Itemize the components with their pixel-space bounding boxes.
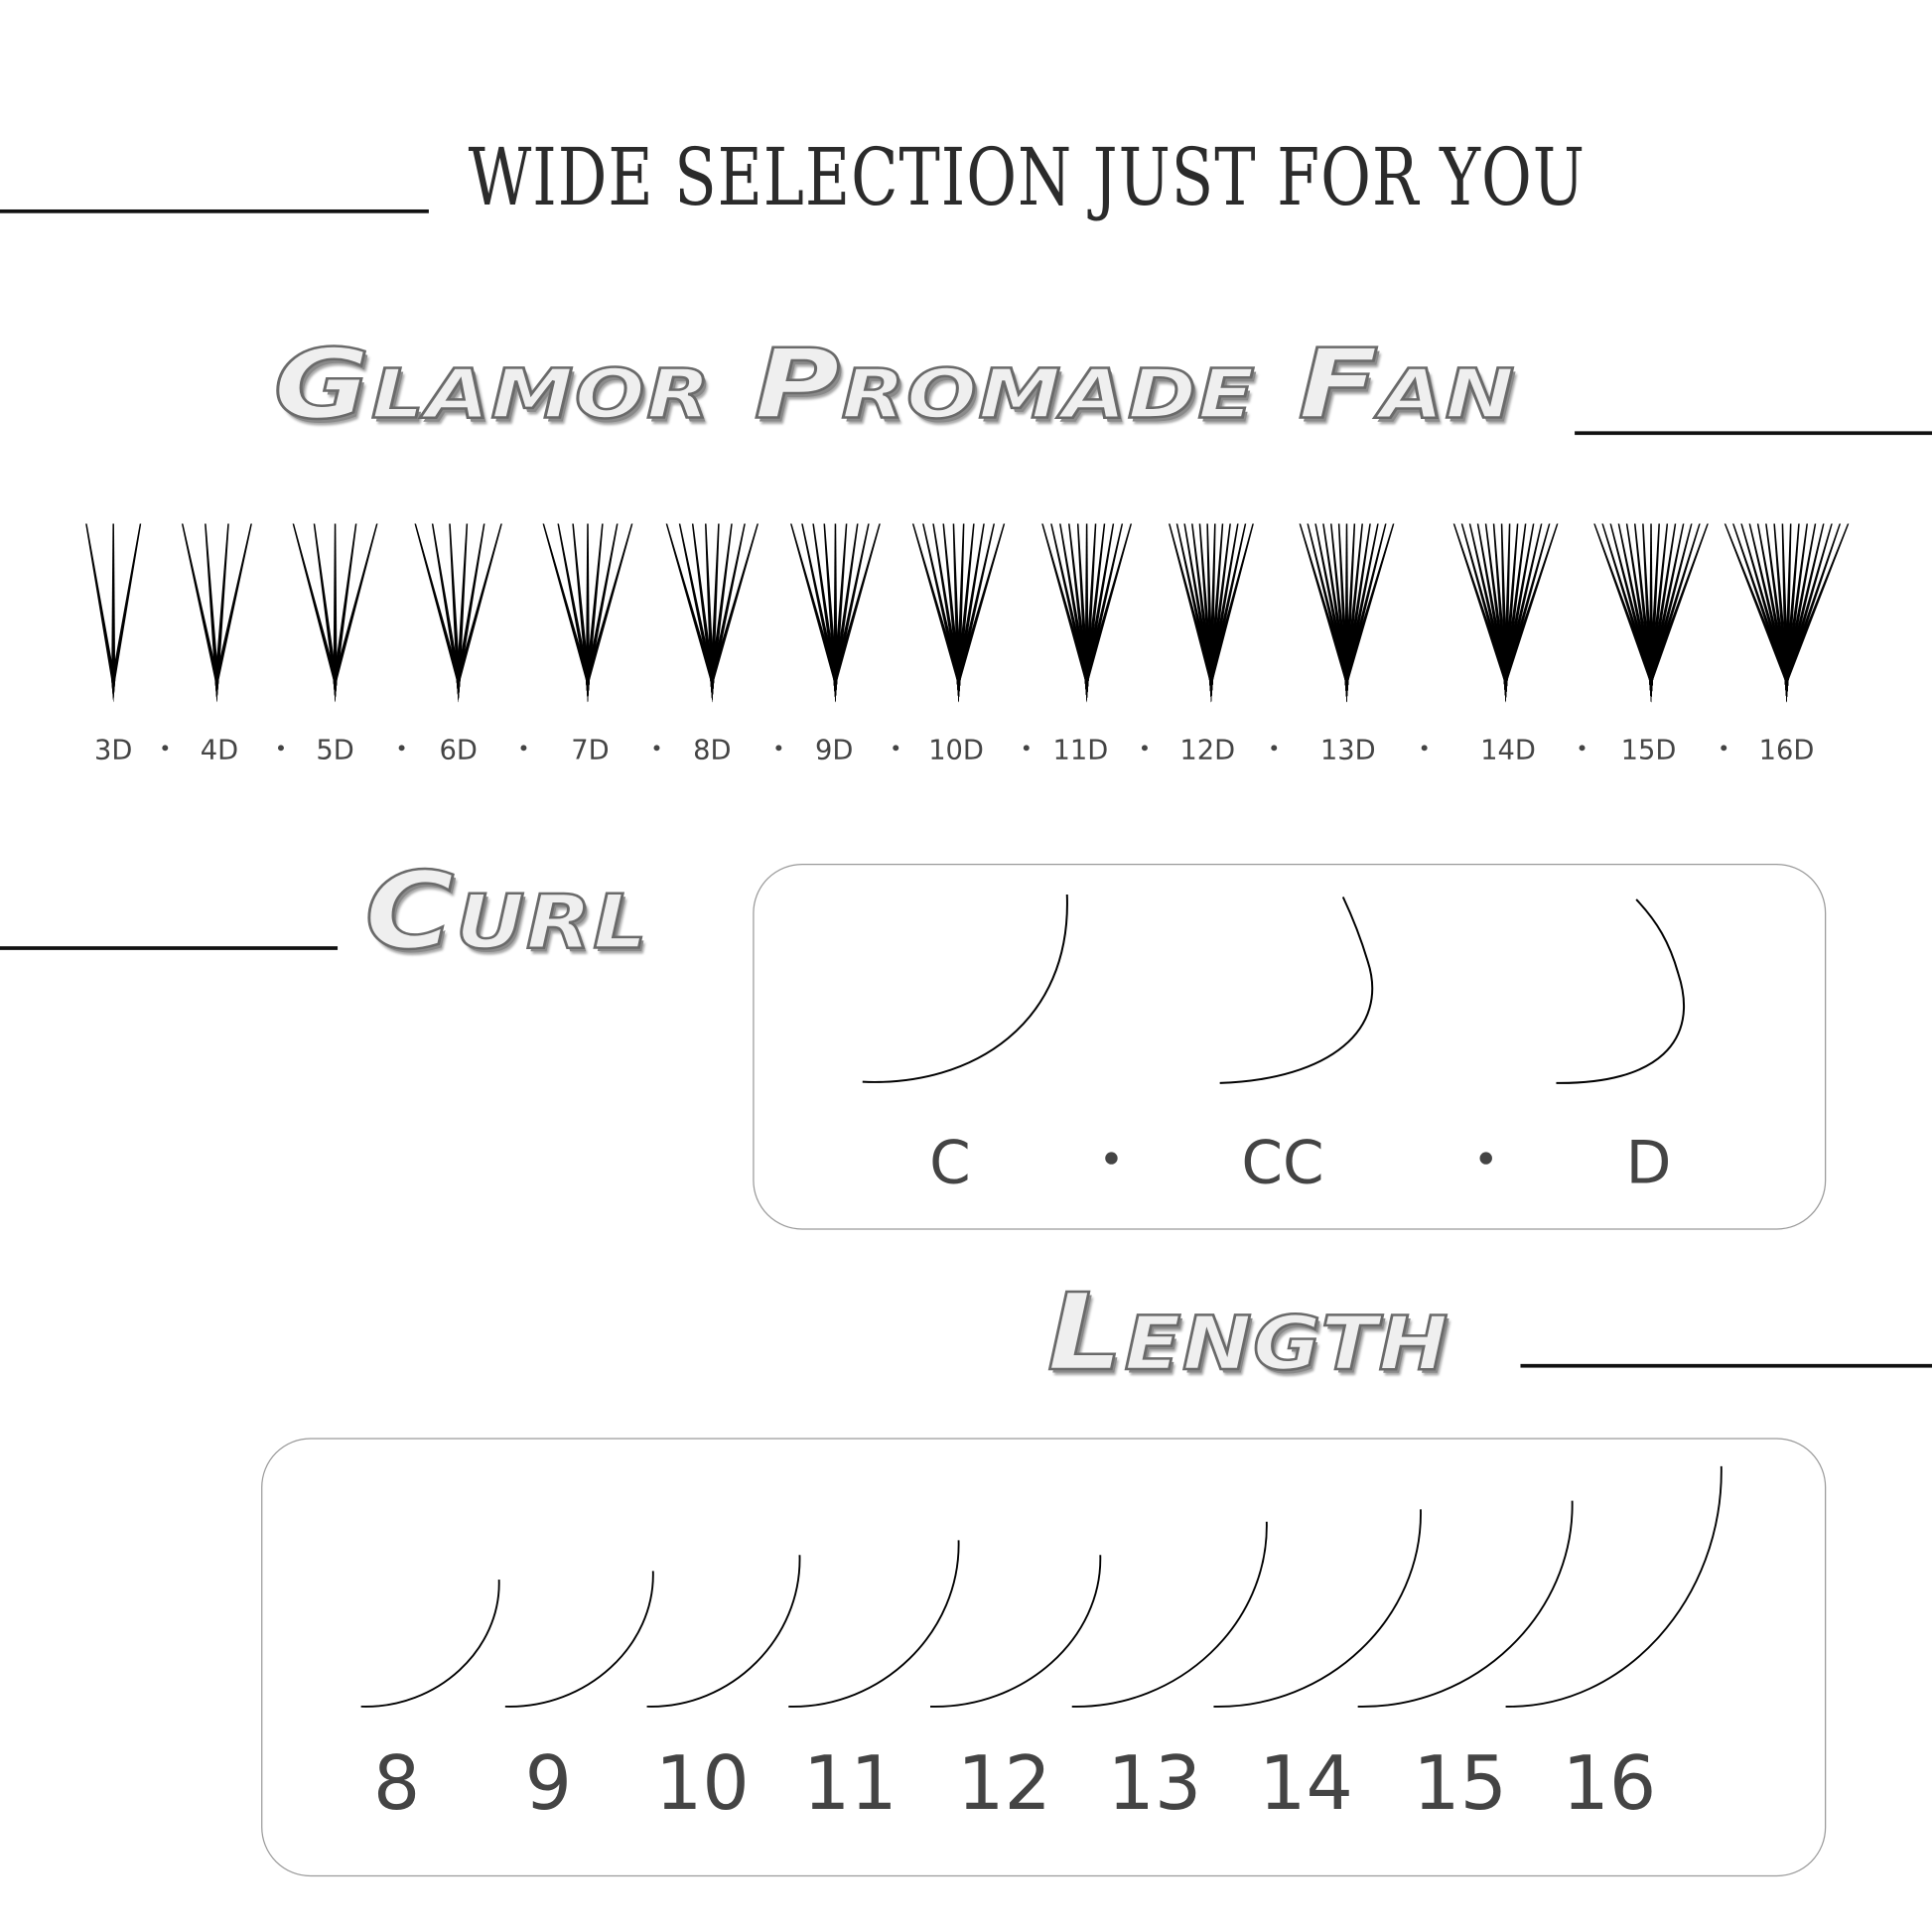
- fan-label: 13D: [1320, 735, 1376, 765]
- separator-dot: [653, 745, 660, 752]
- fan-8d-icon: [665, 523, 759, 703]
- fan-label: 6D: [439, 735, 477, 765]
- fan-label: 14D: [1480, 735, 1536, 765]
- fan-label: 7D: [571, 735, 609, 765]
- length-16-lash-icon: [1505, 1465, 1723, 1708]
- fan-label: 12D: [1179, 735, 1235, 765]
- length-8-lash-icon: [360, 1580, 500, 1708]
- curl-box: [753, 863, 1827, 1230]
- fan-14d-icon: [1452, 523, 1559, 703]
- separator-dot: [398, 745, 405, 752]
- separator-dot: [1105, 1152, 1118, 1165]
- fan-7d-icon: [542, 523, 633, 703]
- length-12-lash-icon: [929, 1555, 1102, 1708]
- length-label: 15: [1413, 1740, 1507, 1827]
- header-rule: [0, 208, 429, 213]
- fan-16d-icon: [1724, 523, 1850, 703]
- fan-15d-icon: [1593, 523, 1709, 703]
- fan-label: 9D: [815, 735, 853, 765]
- separator-dot: [1271, 745, 1278, 752]
- length-13-lash-icon: [1071, 1521, 1268, 1708]
- headline: WIDE SELECTION JUST FOR YOU: [468, 133, 1586, 224]
- length-15-lash-icon: [1357, 1500, 1574, 1708]
- separator-dot: [1023, 745, 1030, 752]
- fan-9d-icon: [790, 523, 881, 703]
- curl-d-lash-icon: [1556, 898, 1686, 1084]
- fan-label: 15D: [1621, 735, 1677, 765]
- fan-label: 8D: [693, 735, 731, 765]
- fan-label: 16D: [1759, 735, 1815, 765]
- length-label: 16: [1562, 1740, 1656, 1827]
- fan-types-graphic: 3D 4D 5D 6D 7D 8D 9D 10D 11D 12D 13D 14D 15D 16D: [85, 523, 1850, 765]
- length-label: 9: [525, 1740, 572, 1827]
- fan-3d-icon: [85, 523, 142, 703]
- length-10-lash-icon: [646, 1555, 801, 1708]
- length-14-lash-icon: [1213, 1509, 1422, 1708]
- length-label: 12: [957, 1740, 1051, 1827]
- separator-dot: [1421, 745, 1428, 752]
- fan-6d-icon: [414, 523, 502, 703]
- separator-dot: [162, 745, 169, 752]
- fan-section-title: Glamor Promade Fan: [272, 329, 1516, 442]
- separator-dot: [520, 745, 527, 752]
- length-label: 10: [655, 1740, 750, 1827]
- fan-12d-icon: [1169, 523, 1254, 703]
- length-label: 13: [1108, 1740, 1202, 1827]
- length-label: 14: [1259, 1740, 1353, 1827]
- fan-4d-icon: [181, 523, 252, 703]
- separator-dot: [893, 745, 899, 752]
- fan-label: 5D: [316, 735, 353, 765]
- length-box: [261, 1438, 1827, 1877]
- separator-dot: [1579, 745, 1586, 752]
- fan-11d-icon: [1041, 523, 1133, 703]
- separator-dot: [277, 745, 284, 752]
- curl-label: CC: [1241, 1129, 1323, 1197]
- fan-label: 10D: [928, 735, 984, 765]
- fan-label: 3D: [94, 735, 132, 765]
- fan-label: 4D: [201, 735, 238, 765]
- length-section-title: Length: [1046, 1271, 1449, 1397]
- length-label: 8: [373, 1740, 420, 1827]
- separator-dot: [1141, 745, 1148, 752]
- length-9-lash-icon: [504, 1571, 654, 1708]
- curl-label: D: [1626, 1129, 1672, 1197]
- separator-dot: [1721, 745, 1727, 752]
- curl-title-rule: [0, 946, 339, 950]
- curl-label: C: [929, 1129, 971, 1197]
- fan-label: 11D: [1053, 735, 1109, 765]
- fan-10d-icon: [911, 523, 1006, 703]
- separator-dot: [775, 745, 782, 752]
- length-title-rule: [1520, 1363, 1932, 1368]
- curl-c-lash-icon: [862, 894, 1068, 1083]
- separator-dot: [1479, 1152, 1492, 1165]
- length-label: 11: [803, 1740, 897, 1827]
- fan-title-rule: [1575, 431, 1932, 436]
- curl-cc-lash-icon: [1219, 897, 1374, 1084]
- fan-5d-icon: [292, 523, 378, 703]
- curl-section-title: Curl: [363, 849, 649, 975]
- fan-13d-icon: [1299, 523, 1395, 703]
- length-11-lash-icon: [788, 1540, 960, 1708]
